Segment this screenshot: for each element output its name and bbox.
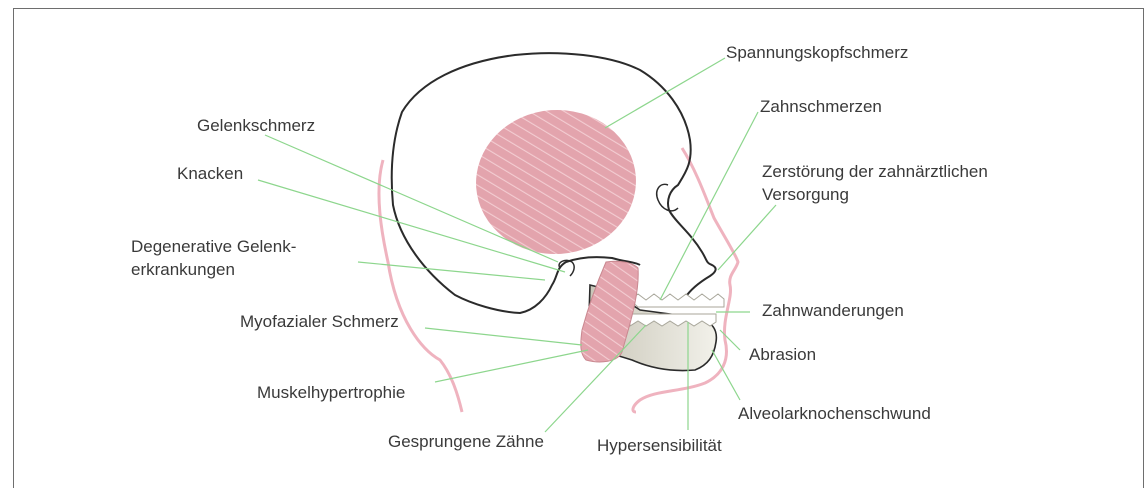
label-alveolarknochenschwund: Alveolarknochenschwund [738, 404, 931, 424]
label-muskelhypertrophie: Muskelhypertrophie [257, 383, 405, 403]
label-myofazialer-schmerz: Myofazialer Schmerz [240, 312, 399, 332]
label-zerstoerung-line2: Versorgung [762, 185, 849, 205]
label-degenerative-line1: Degenerative Gelenk- [131, 237, 296, 257]
label-hypersensibilitaet: Hypersensibilität [597, 436, 722, 456]
label-spannungskopfschmerz: Spannungskopfschmerz [726, 43, 908, 63]
label-zahnwanderungen: Zahnwanderungen [762, 301, 904, 321]
label-knacken: Knacken [177, 164, 243, 184]
label-zerstoerung-line1: Zerstörung der zahnärztlichen [762, 162, 988, 182]
label-gelenkschmerz: Gelenkschmerz [197, 116, 315, 136]
label-zahnschmerzen: Zahnschmerzen [760, 97, 882, 117]
neck-back-tissue [379, 160, 462, 412]
label-degenerative-line2: erkrankungen [131, 260, 235, 280]
label-abrasion: Abrasion [749, 345, 816, 365]
face-front-tissue [633, 148, 738, 412]
label-gesprungene-zaehne: Gesprungene Zähne [388, 432, 544, 452]
temporalis-muscle [471, 105, 641, 260]
